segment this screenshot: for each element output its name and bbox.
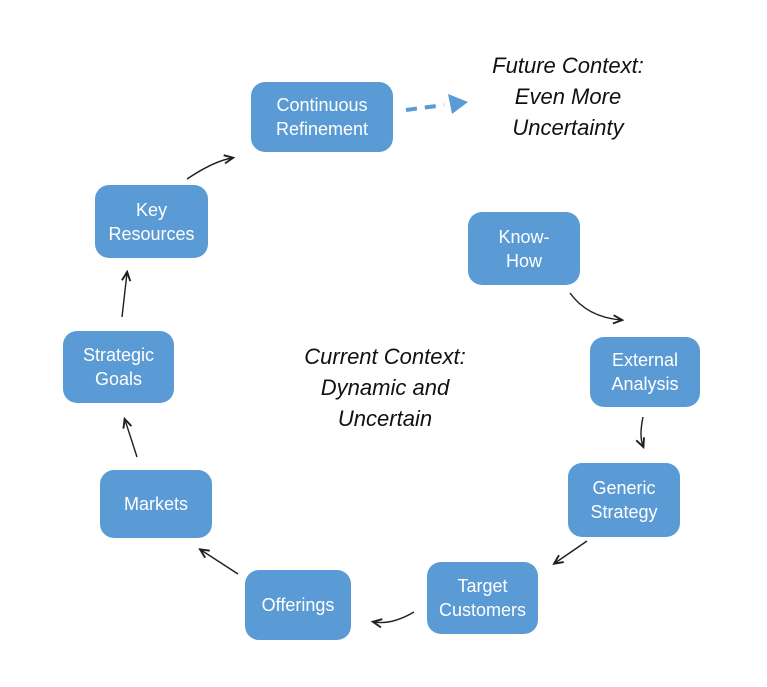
node-markets: Markets <box>100 470 212 538</box>
node-know-how: Know- How <box>468 212 580 285</box>
arrow-offerings-to-markets <box>201 550 239 575</box>
node-label: Continuous Refinement <box>275 95 369 139</box>
arrow-external-analysis-to-generic-strategy <box>641 416 643 446</box>
node-label: External Analysis <box>611 350 679 394</box>
arrow-markets-to-strategic-goals <box>125 420 138 458</box>
node-label: Offerings <box>261 595 335 615</box>
node-label: Know- How <box>498 226 550 271</box>
node-target-customers: Target Customers <box>427 562 538 634</box>
node-label: Markets <box>123 494 188 514</box>
arrow-generic-strategy-to-target-customers <box>555 540 588 563</box>
future-context-label: Future Context: Even More Uncertainty <box>492 53 644 140</box>
node-continuous-refinement: Continuous Refinement <box>251 82 393 152</box>
arrow-key-resources-to-continuous-refinement <box>186 158 232 180</box>
arrow-target-customers-to-offerings <box>374 611 415 623</box>
node-label: Strategic Goals <box>82 345 155 389</box>
node-label: Generic Strategy <box>590 478 658 522</box>
dashed-arrow-line <box>405 103 445 112</box>
node-external-analysis: External Analysis <box>590 337 700 407</box>
node-label: Target Customers <box>438 576 527 620</box>
node-generic-strategy: Generic Strategy <box>568 463 680 537</box>
dashed-arrow-head <box>448 94 468 114</box>
dashed-arrow-to-future-context <box>405 94 468 114</box>
node-key-resources: Key Resources <box>95 185 208 258</box>
node-offerings: Offerings <box>245 570 351 640</box>
arrow-know-how-to-external-analysis <box>569 292 621 320</box>
current-context-label: Current Context: Dynamic and Uncertain <box>304 344 466 431</box>
node-strategic-goals: Strategic Goals <box>63 331 174 403</box>
node-label: Key Resources <box>108 199 195 244</box>
arrow-strategic-goals-to-key-resources <box>122 273 127 318</box>
